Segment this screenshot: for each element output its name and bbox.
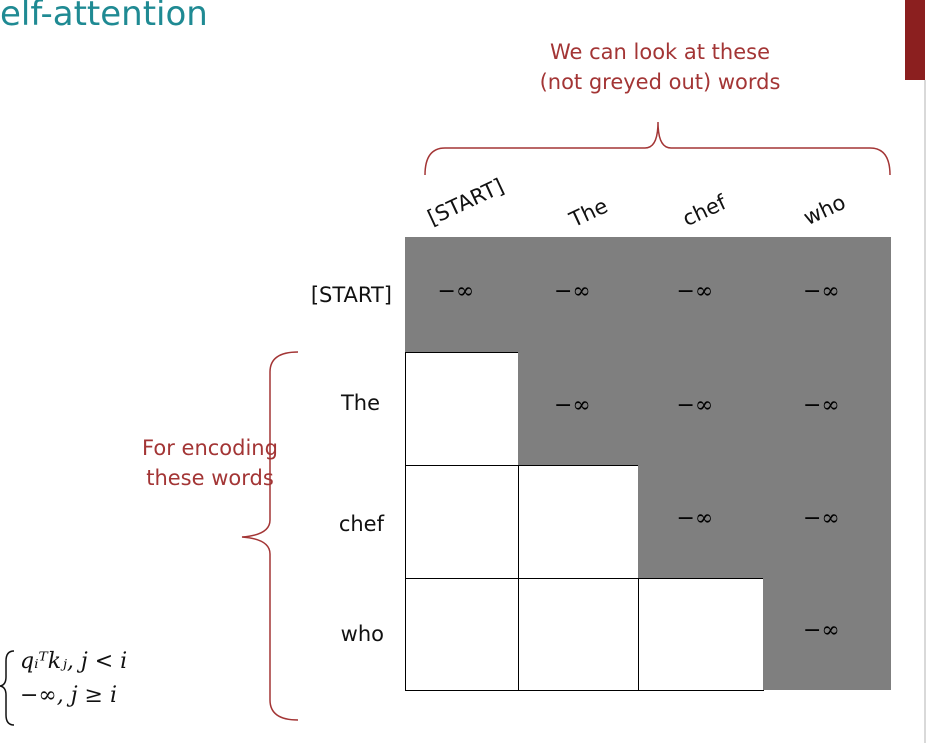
left-annotation: For encoding these words (130, 433, 290, 493)
matrix-cell-r2-c3 (763, 465, 891, 578)
matrix-cell-r3-c0 (405, 578, 519, 691)
matrix-cell-r2-c2 (638, 465, 763, 578)
accent-bar (905, 0, 925, 80)
matrix-cell-r3-c2 (638, 578, 764, 691)
matrix-cell-r2-c1 (518, 465, 639, 579)
left-annotation-line1: For encoding (142, 436, 278, 460)
matrix-cell-r1-c2 (638, 352, 763, 465)
row-label-3: who (340, 622, 384, 646)
formula-line1: qᵢᵀkⱼ, j < i (20, 649, 128, 674)
matrix-cell-r0-c1 (518, 237, 638, 352)
neg-inf-label-r1-c2: −∞ (676, 392, 714, 418)
formula-brace (0, 650, 15, 726)
top-annotation-line2: (not greyed out) words (539, 70, 781, 94)
matrix-cell-r0-c3 (763, 237, 891, 352)
neg-inf-label-r3-c3: −∞ (803, 618, 840, 643)
matrix-cell-r2-c0 (405, 465, 519, 579)
matrix-cell-r3-c3 (763, 578, 891, 690)
matrix-left-border (405, 352, 406, 691)
neg-inf-label-r2-c2: −∞ (676, 505, 714, 531)
formula-line2: −∞, j ≥ i (20, 683, 118, 708)
neg-inf-label-r0-c3: −∞ (803, 278, 840, 304)
row-label-2: chef (338, 512, 384, 536)
row-label-0: [START] (310, 283, 392, 307)
slide-title: elf-attention (0, 0, 208, 34)
top-annotation: We can look at these (not greyed out) wo… (460, 37, 860, 97)
neg-inf-label-r2-c3: −∞ (803, 505, 840, 531)
accent-divider (924, 80, 926, 743)
matrix-cell-r0-c0 (405, 237, 518, 352)
row-label-1: The (340, 391, 380, 415)
matrix-cell-r1-c0 (405, 352, 519, 466)
neg-inf-label-r0-c2: −∞ (676, 278, 714, 304)
left-brace (241, 351, 299, 721)
top-brace (424, 121, 891, 176)
matrix-cell-r1-c3 (763, 352, 891, 465)
neg-inf-label-r1-c1: −∞ (554, 392, 591, 418)
matrix-cell-r1-c1 (518, 352, 638, 465)
neg-inf-label-r0-c0: −∞ (437, 278, 475, 304)
neg-inf-label-r1-c3: −∞ (803, 392, 840, 418)
top-annotation-line1: We can look at these (550, 40, 770, 64)
matrix-cell-r0-c2 (638, 237, 763, 352)
neg-inf-label-r0-c1: −∞ (554, 278, 591, 304)
matrix-cell-r3-c1 (518, 578, 639, 691)
left-annotation-line2: these words (146, 466, 274, 490)
